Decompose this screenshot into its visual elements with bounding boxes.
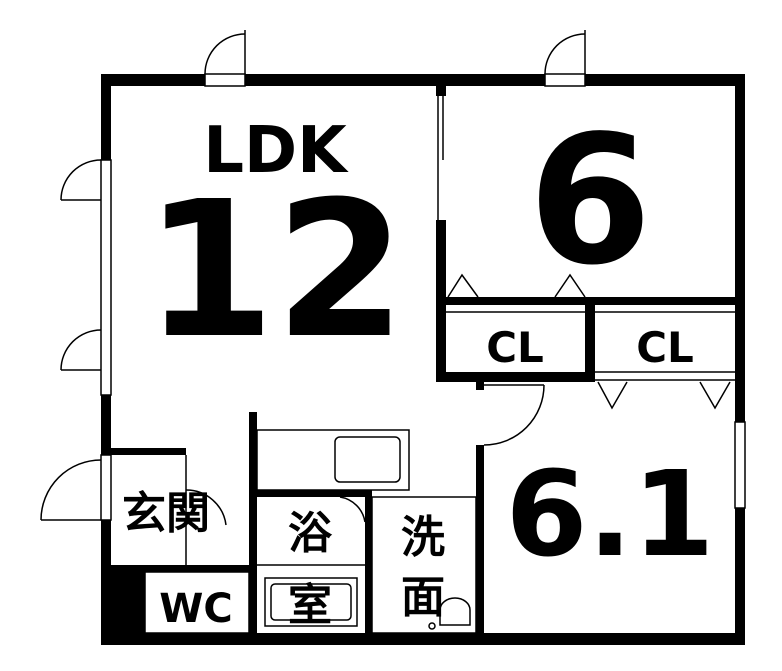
washroom-label-bottom: 面 [401,572,445,623]
wash-basin [371,496,477,634]
entrance-label: 玄関 [122,488,210,539]
washroom-label-top: 洗 [401,512,445,563]
door-swings [40,30,586,566]
kitchen-sink [256,429,410,491]
south-room-size: 6.1 [505,445,714,583]
interior-walls [111,86,745,645]
exterior-walls [101,74,745,645]
bathtub [264,577,358,627]
windows [100,73,746,521]
sliding-door [437,96,444,220]
bath-label-bottom: 室 [288,580,332,631]
closet-label-left: CL [486,323,544,372]
toilet-fixture [144,571,250,634]
ldk-size: 12 [144,161,406,380]
closet-lines [446,273,735,410]
ldk-label: LDK [203,114,349,188]
bath-label-top: 浴 [288,508,333,559]
toilet-label: WC [159,586,232,632]
north-room-size: 6 [528,97,652,304]
closet-label-right: CL [636,323,694,372]
